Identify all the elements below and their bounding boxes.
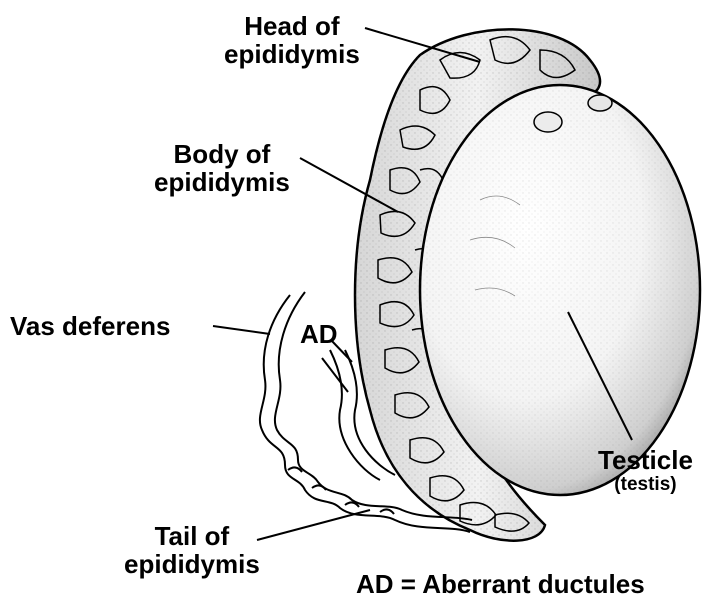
label-head-line2: epididymis [224, 40, 360, 68]
label-tail-line2: epididymis [124, 550, 260, 578]
label-body-line2: epididymis [154, 168, 290, 196]
appendix-epididymis [534, 112, 562, 132]
legend-ad-definition: AD = Aberrant ductules [356, 570, 645, 598]
label-tail-line1: Tail of [124, 522, 260, 550]
label-tail-of-epididymis: Tail of epididymis [124, 522, 260, 578]
appendix-testis [588, 95, 612, 111]
label-testicle-line1: Testicle [598, 446, 693, 474]
label-head-of-epididymis: Head of epididymis [224, 12, 360, 68]
label-testicle: Testicle (testis) [598, 446, 693, 496]
label-vas-deferens: Vas deferens [10, 312, 170, 340]
label-body-of-epididymis: Body of epididymis [154, 140, 290, 196]
label-head-line1: Head of [224, 12, 360, 40]
label-testicle-line2: (testis) [598, 474, 693, 496]
label-ad: AD [300, 320, 338, 348]
label-body-line1: Body of [154, 140, 290, 168]
